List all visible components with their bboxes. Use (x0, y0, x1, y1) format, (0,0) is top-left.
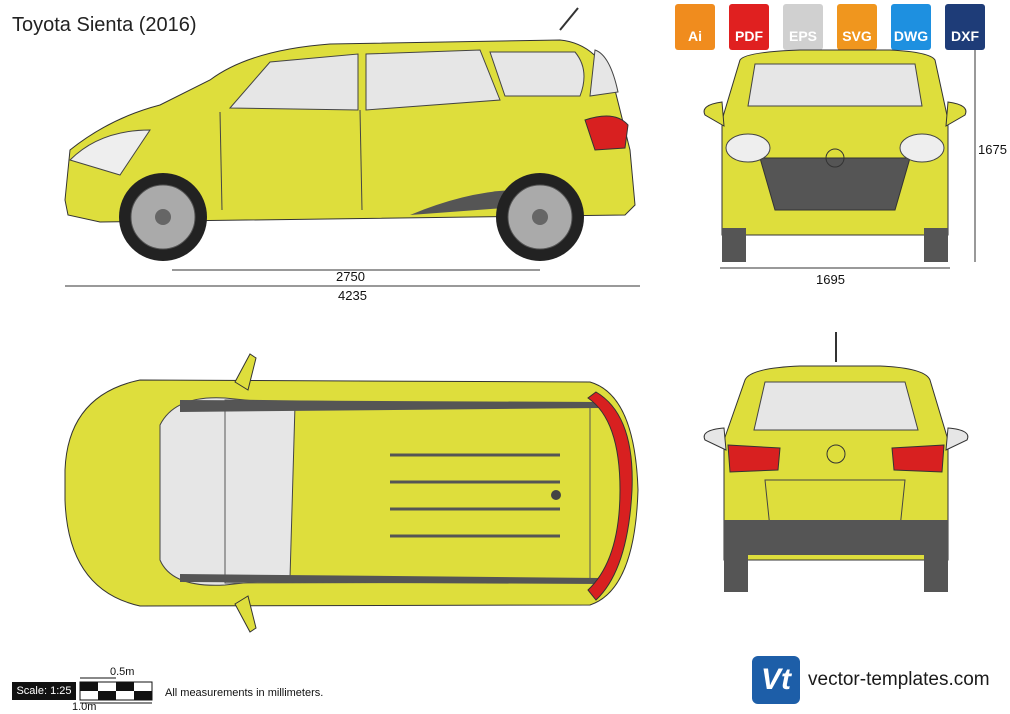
side-view (64, 7, 636, 261)
pdf-file-icon (729, 4, 769, 50)
svg-file-icon (837, 4, 877, 50)
rear-view (703, 365, 969, 592)
page-title: Toyota Sienta (2016) (12, 14, 197, 36)
ai-file-icon (675, 4, 715, 50)
dxf-format-badge[interactable]: DXF (940, 4, 990, 50)
website-link[interactable]: vector-templates.com (808, 669, 990, 690)
wheelbase-label: 2750 (336, 269, 365, 284)
length-label: 4235 (338, 288, 367, 303)
dwg-format-badge[interactable]: DWG (886, 4, 936, 50)
vt-logo-icon: Vt (752, 656, 800, 704)
top-view (64, 332, 837, 633)
eps-file-icon (783, 4, 823, 50)
format-badges: Ai PDF EPS SVG DWG DXF (670, 4, 990, 50)
svg-format-badge[interactable]: SVG (832, 4, 882, 50)
dxf-file-icon (945, 4, 985, 50)
pdf-format-badge[interactable]: PDF (724, 4, 774, 50)
measurement-note: All measurements in millimeters. (165, 687, 324, 699)
one-meter-label: 1.0m (72, 701, 97, 713)
scale-label: Scale: 1:25 (12, 682, 76, 700)
ai-format-badge[interactable]: Ai (670, 4, 720, 50)
front-view (703, 49, 967, 262)
height-label: 1675 (978, 142, 1007, 157)
dwg-file-icon (891, 4, 931, 50)
width-label: 1695 (816, 272, 845, 287)
scale-bar (79, 677, 153, 704)
half-meter-label: 0.5m (110, 666, 135, 678)
eps-format-badge[interactable]: EPS (778, 4, 828, 50)
